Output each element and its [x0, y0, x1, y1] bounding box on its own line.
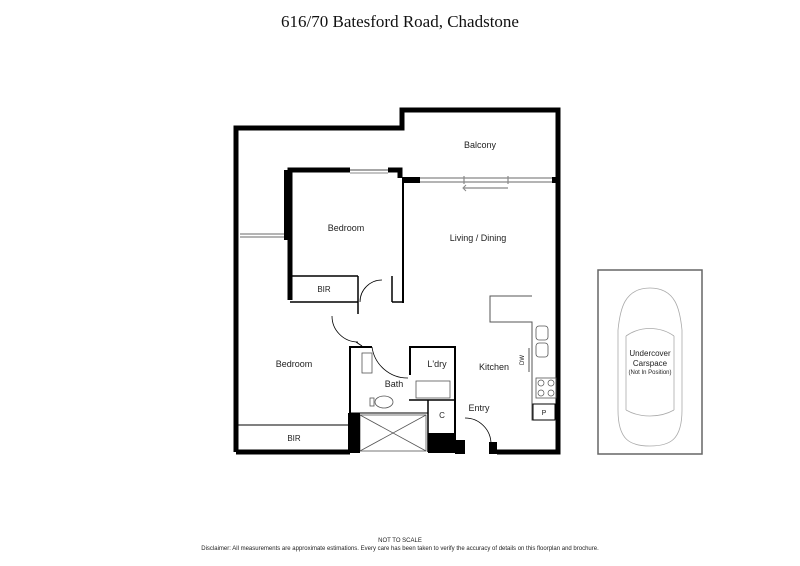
sliding-door [420, 176, 552, 189]
room-label-bir-2: BIR [287, 434, 301, 443]
room-label-balcony: Balcony [464, 140, 497, 150]
page-title: 616/70 Batesford Road, Chadstone [281, 12, 519, 31]
room-label-cupboard: C [439, 411, 445, 420]
room-label-bedroom-1: Bedroom [328, 223, 365, 233]
carspace-label-line1: Undercover [629, 349, 671, 358]
disclaimer: Disclaimer: All measurements are approxi… [201, 546, 599, 552]
label-dishwasher: DW [520, 355, 526, 365]
scale-note: NOT TO SCALE [378, 538, 422, 544]
room-label-bedroom-2: Bedroom [276, 359, 313, 369]
room-label-entry: Entry [468, 403, 490, 413]
carspace-label-line3: (Not In Position) [628, 370, 671, 376]
room-label-bir-1: BIR [317, 285, 331, 294]
carspace-label-line2: Carspace [633, 359, 668, 368]
cooktop-icon [535, 377, 557, 399]
balcony-divider [402, 176, 560, 303]
carspace [597, 269, 703, 455]
kitchen-bench [489, 295, 557, 421]
bedroom-1-walls [287, 167, 403, 314]
sliding-arrow-icon [462, 184, 467, 192]
room-label-kitchen: Kitchen [479, 362, 509, 372]
room-label-living-dining: Living / Dining [450, 233, 507, 243]
room-label-bath: Bath [385, 379, 404, 389]
outer-walls [233, 107, 561, 455]
room-label-laundry: L'dry [427, 359, 447, 369]
left-window [240, 233, 284, 238]
car-outline-icon [617, 287, 683, 447]
label-pantry: P [542, 410, 547, 417]
toilet-icon [374, 395, 394, 409]
